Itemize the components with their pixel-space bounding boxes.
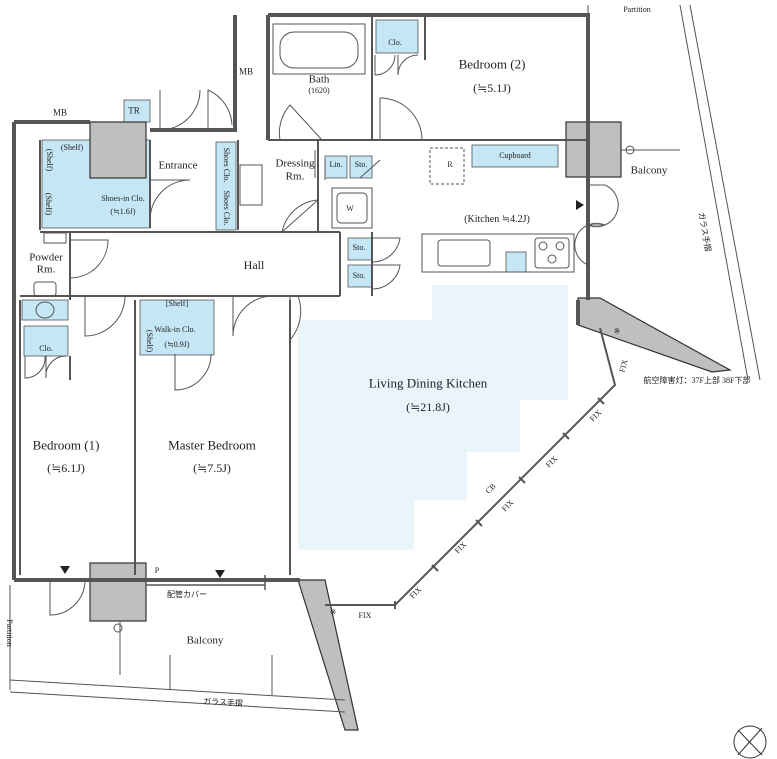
aviation-light-note: 航空障害灯：37F上部 38F下部 xyxy=(643,376,751,385)
walk-in-shelf-label: [Shelf] xyxy=(165,299,189,308)
shelf-label: (Shelf) xyxy=(60,143,84,152)
entry-arrows xyxy=(60,200,584,578)
bedroom2-label: Bedroom (2) xyxy=(458,56,526,72)
fridge-label: R xyxy=(447,160,453,169)
columns xyxy=(89,121,732,731)
curtain-wall xyxy=(325,327,617,609)
shoes-clo-vertical-2: Shoes Clo. xyxy=(222,190,231,226)
master-bedroom-label: Master Bedroom xyxy=(168,437,256,453)
pipe-cover-note: 配管カバー xyxy=(167,590,207,599)
balcony-bottom xyxy=(9,585,346,713)
tr-label: TR xyxy=(128,105,140,116)
mb-top-label: MB xyxy=(238,66,254,77)
shelf-vertical-1: (Shelf) xyxy=(45,148,54,172)
asterisk-note-1: ※ xyxy=(613,327,621,336)
walk-in-clo-area: (≒0.9J) xyxy=(164,340,190,349)
p-label: P xyxy=(154,566,160,575)
lin-label: Lin. xyxy=(329,160,343,169)
mb-left-label: MB xyxy=(52,107,68,118)
sto-label-1: Sto. xyxy=(354,160,368,169)
washer xyxy=(331,187,373,229)
hall-label: Hall xyxy=(243,258,265,272)
ldk-area: (≒21.8J) xyxy=(406,400,450,414)
bath-size: (1620) xyxy=(308,86,330,95)
sto-label-3: Sto. xyxy=(352,271,366,280)
door-swings xyxy=(24,54,619,616)
bath-label: Bath xyxy=(308,73,330,86)
shoes-in-clo-area: (≒1.6J) xyxy=(110,207,136,216)
washer-label: W xyxy=(346,204,354,213)
bedroom1-area: (≒6.1J) xyxy=(47,461,85,475)
sto-label-2: Sto. xyxy=(352,243,366,252)
partition-note-top: Partition xyxy=(623,5,651,14)
dressing-label: Dressing xyxy=(275,157,315,170)
shoes-in-clo-label: Shoes-in Clo. xyxy=(101,194,145,203)
dressing-rm-label: Rm. xyxy=(285,170,305,183)
ldk-label: Living Dining Kitchen xyxy=(368,375,488,391)
partitions xyxy=(19,15,588,575)
balcony-bottom-label: Balcony xyxy=(186,634,224,647)
balcony-right-label: Balcony xyxy=(630,164,668,177)
cupboard-label: Cupboard xyxy=(499,151,531,160)
bedroom1-label: Bedroom (1) xyxy=(32,437,100,453)
compass-icon xyxy=(733,725,767,759)
walk-in-shelf-vertical: (Shelf) xyxy=(145,329,154,353)
powder-fixtures xyxy=(33,164,263,319)
bathtub xyxy=(272,23,366,75)
entrance-label: Entrance xyxy=(158,159,198,172)
walk-in-clo-label: Walk-in Clo. xyxy=(154,325,196,334)
shelf-vertical-2: (Shelf) xyxy=(44,192,53,216)
fridge-space xyxy=(429,147,465,185)
windows xyxy=(146,575,266,590)
shoes-clo-vertical-1: Shoes Clo. xyxy=(222,147,231,183)
kitchen-counter xyxy=(421,233,575,273)
clo-label-powder: Clo. xyxy=(39,344,53,353)
ldk-floor xyxy=(298,285,568,550)
powder-rm-label: Rm. xyxy=(36,263,56,276)
asterisk-note-2: ※ xyxy=(329,608,337,617)
master-bedroom-area: (≒7.5J) xyxy=(193,461,231,475)
powder-label: Powder xyxy=(29,251,63,264)
kitchen-label: (Kitchen ≒4.2J) xyxy=(464,214,530,225)
balcony-right xyxy=(587,4,761,381)
bedroom2-area: (≒5.1J) xyxy=(473,81,511,95)
partition-note-left: Partition xyxy=(5,619,14,647)
fix-label-1: FIX xyxy=(358,611,372,620)
clo-label-top: Clo. xyxy=(388,38,402,47)
